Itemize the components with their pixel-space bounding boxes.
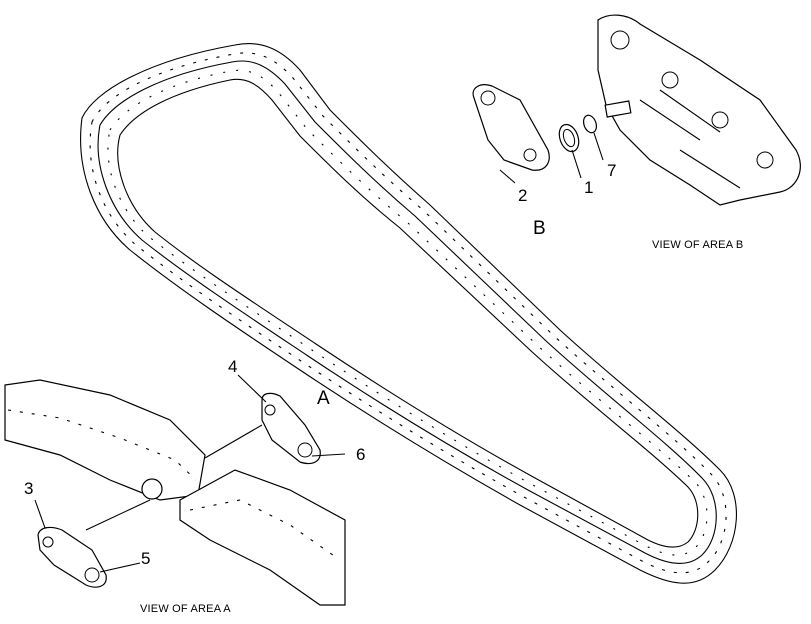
caption-view-area-a: VIEW OF AREA A: [140, 603, 231, 615]
callout-1: 1: [584, 178, 593, 197]
part-7-ring: [582, 114, 598, 134]
area-label-a: A: [317, 388, 330, 409]
area-a-chain-section-lower: [179, 469, 346, 606]
callout-5: 5: [141, 549, 150, 568]
part-1-seal-ring: [558, 123, 580, 153]
area-a-detail: [4, 379, 346, 606]
callout-2: 2: [518, 186, 527, 205]
area-b-detail: [472, 14, 801, 206]
area-a-chain-section-upper: [4, 379, 206, 501]
callout-3: 3: [24, 479, 33, 498]
callout-7: 7: [607, 161, 616, 180]
area-label-b: B: [533, 218, 546, 239]
track-chain-loop: [80, 43, 737, 584]
leader-lines: [34, 132, 604, 573]
area-b-chain-section: [597, 14, 801, 206]
callout-6: 6: [356, 445, 365, 464]
caption-view-area-b: VIEW OF AREA B: [652, 239, 743, 251]
part-6-link: [261, 392, 321, 465]
part-2-link: [472, 84, 550, 171]
part-5-link: [37, 526, 107, 588]
callout-4: 4: [228, 357, 237, 376]
